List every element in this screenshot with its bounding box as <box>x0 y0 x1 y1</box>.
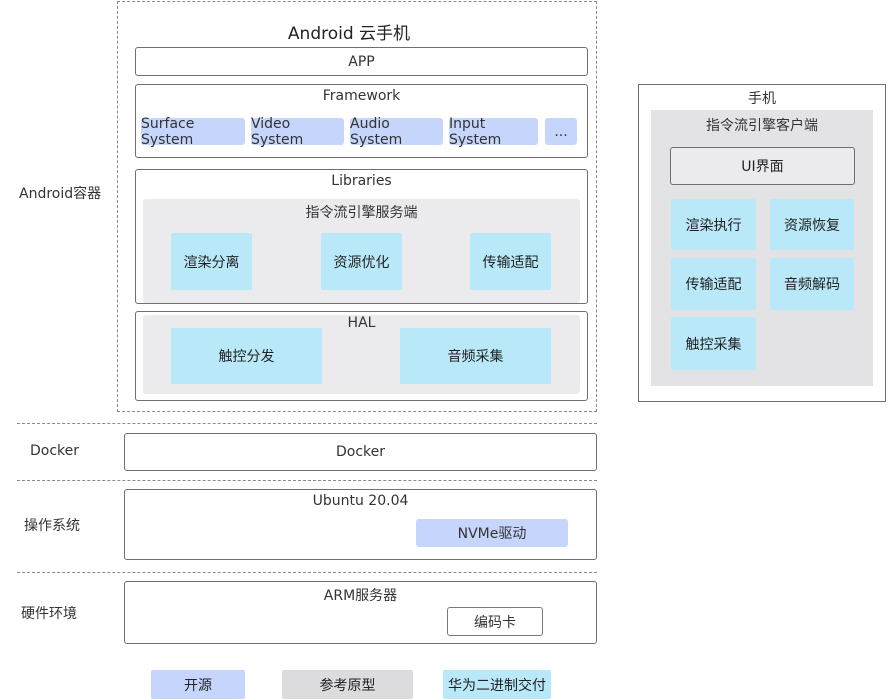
ui-interface: UI界面 <box>670 147 855 185</box>
framework-item-audio: Audio System <box>350 116 443 148</box>
server-engine-title: 指令流引擎服务端 <box>305 205 418 221</box>
separator-docker <box>17 423 597 424</box>
phone-title: 手机 <box>748 91 776 107</box>
container-title: Android 云手机 <box>287 24 411 44</box>
encoder-card-label: 编码卡 <box>474 614 516 631</box>
legend-huawei-binary: 华为二进制交付 <box>443 670 551 699</box>
framework-item-surface: Surface System <box>141 116 245 148</box>
nvme-driver: NVMe驱动 <box>416 519 568 547</box>
framework-title: Framework <box>322 88 401 104</box>
legend-open-source: 开源 <box>151 670 245 699</box>
hal-title: HAL <box>347 315 376 331</box>
app-layer: APP <box>135 47 588 76</box>
hardware-title: ARM服务器 <box>323 588 398 604</box>
module-audio-capture: 音频采集 <box>400 328 551 384</box>
hardware-label: 硬件环境 <box>21 606 77 622</box>
client-engine-title: 指令流引擎客户端 <box>706 118 818 134</box>
module-audio-decode: 音频解码 <box>770 258 854 310</box>
module-resource-optimization: 资源优化 <box>321 233 402 290</box>
legend-reference-prototype: 参考原型 <box>282 670 413 699</box>
module-transport-adapt-server: 传输适配 <box>470 233 551 290</box>
docker-layer-label: Docker <box>335 444 386 460</box>
framework-item-input: Input System <box>449 116 538 148</box>
os-title: Ubuntu 20.04 <box>312 493 409 509</box>
module-touch-capture: 触控采集 <box>671 317 756 370</box>
module-render-separation: 渲染分离 <box>171 233 252 290</box>
module-touch-dispatch: 触控分发 <box>171 328 322 384</box>
framework-item-video: Video System <box>251 116 344 148</box>
android-container-frame <box>117 1 597 412</box>
encoder-card: 编码卡 <box>447 607 543 636</box>
framework-item-more: ... <box>545 118 577 145</box>
module-render-execute: 渲染执行 <box>671 199 756 250</box>
docker-label: Docker <box>30 443 80 459</box>
docker-layer: Docker <box>124 433 597 471</box>
separator-hardware <box>17 572 597 573</box>
module-resource-restore: 资源恢复 <box>770 199 854 250</box>
os-label: 操作系统 <box>24 518 80 534</box>
ui-interface-label: UI界面 <box>741 159 784 175</box>
app-layer-label: APP <box>348 53 375 70</box>
android-container-label: Android容器 <box>19 186 102 202</box>
libraries-title: Libraries <box>331 173 392 189</box>
module-transport-adapt-client: 传输适配 <box>671 258 756 310</box>
separator-os <box>17 480 597 481</box>
